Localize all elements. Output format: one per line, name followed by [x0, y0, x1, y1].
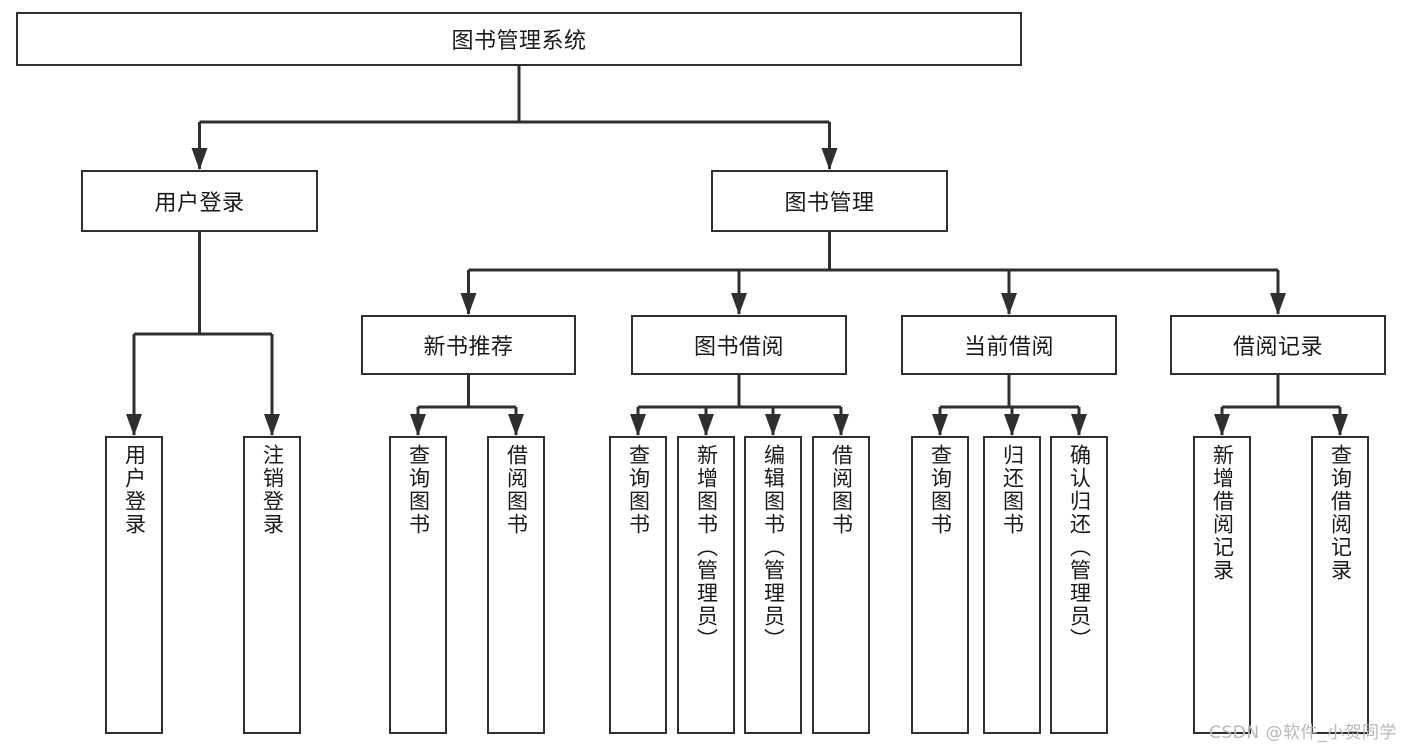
- node-new-book-rec[interactable]: 新书推荐: [361, 315, 576, 375]
- node-leaf-query-book-1[interactable]: 查询图书: [389, 436, 447, 734]
- node-leaf-confirm-return-label: 确认归还（管理员）: [1067, 444, 1092, 651]
- node-leaf-borrow-book-1-label: 借阅图书: [504, 444, 529, 536]
- node-root-label: 图书管理系统: [451, 29, 587, 54]
- node-root[interactable]: 图书管理系统: [16, 12, 1022, 66]
- node-leaf-borrow-book-2[interactable]: 借阅图书: [812, 436, 870, 734]
- node-leaf-query-book-2-label: 查询图书: [626, 444, 651, 536]
- node-leaf-query-book-3[interactable]: 查询图书: [911, 436, 969, 734]
- node-leaf-user-login-label: 用户登录: [122, 444, 147, 536]
- node-leaf-borrow-book-1[interactable]: 借阅图书: [487, 436, 545, 734]
- watermark: CSDN @软件_小贺同学: [1209, 723, 1397, 743]
- node-leaf-add-record[interactable]: 新增借阅记录: [1193, 436, 1251, 734]
- node-leaf-return-book[interactable]: 归还图书: [983, 436, 1041, 734]
- node-book-borrow-label: 图书借阅: [693, 335, 784, 360]
- node-new-book-rec-label: 新书推荐: [423, 335, 514, 360]
- node-current-borrow[interactable]: 当前借阅: [901, 315, 1117, 375]
- node-leaf-query-book-1-label: 查询图书: [406, 444, 431, 536]
- node-leaf-edit-book-label: 编辑图书（管理员）: [761, 444, 786, 651]
- node-leaf-confirm-return[interactable]: 确认归还（管理员）: [1050, 436, 1108, 734]
- node-book-manage[interactable]: 图书管理: [711, 170, 948, 232]
- node-leaf-edit-book[interactable]: 编辑图书（管理员）: [744, 436, 802, 734]
- node-leaf-add-book-label: 新增图书（管理员）: [694, 444, 719, 651]
- node-user-login[interactable]: 用户登录: [81, 170, 318, 232]
- node-leaf-query-book-2[interactable]: 查询图书: [609, 436, 667, 734]
- node-leaf-return-book-label: 归还图书: [1000, 444, 1025, 536]
- node-book-borrow[interactable]: 图书借阅: [631, 315, 847, 375]
- node-leaf-user-logout-label: 注销登录: [260, 444, 285, 536]
- node-leaf-user-logout[interactable]: 注销登录: [243, 436, 301, 734]
- node-leaf-add-record-label: 新增借阅记录: [1210, 444, 1235, 582]
- node-user-login-label: 用户登录: [154, 191, 245, 216]
- node-book-manage-label: 图书管理: [784, 191, 875, 216]
- node-leaf-query-book-3-label: 查询图书: [928, 444, 953, 536]
- node-leaf-query-record-label: 查询借阅记录: [1328, 444, 1353, 582]
- node-borrow-record[interactable]: 借阅记录: [1170, 315, 1386, 375]
- node-leaf-borrow-book-2-label: 借阅图书: [829, 444, 854, 536]
- node-current-borrow-label: 当前借阅: [963, 335, 1054, 360]
- node-leaf-add-book[interactable]: 新增图书（管理员）: [677, 436, 735, 734]
- node-leaf-user-login[interactable]: 用户登录: [105, 436, 163, 734]
- node-leaf-query-record[interactable]: 查询借阅记录: [1311, 436, 1369, 734]
- node-borrow-record-label: 借阅记录: [1232, 335, 1323, 360]
